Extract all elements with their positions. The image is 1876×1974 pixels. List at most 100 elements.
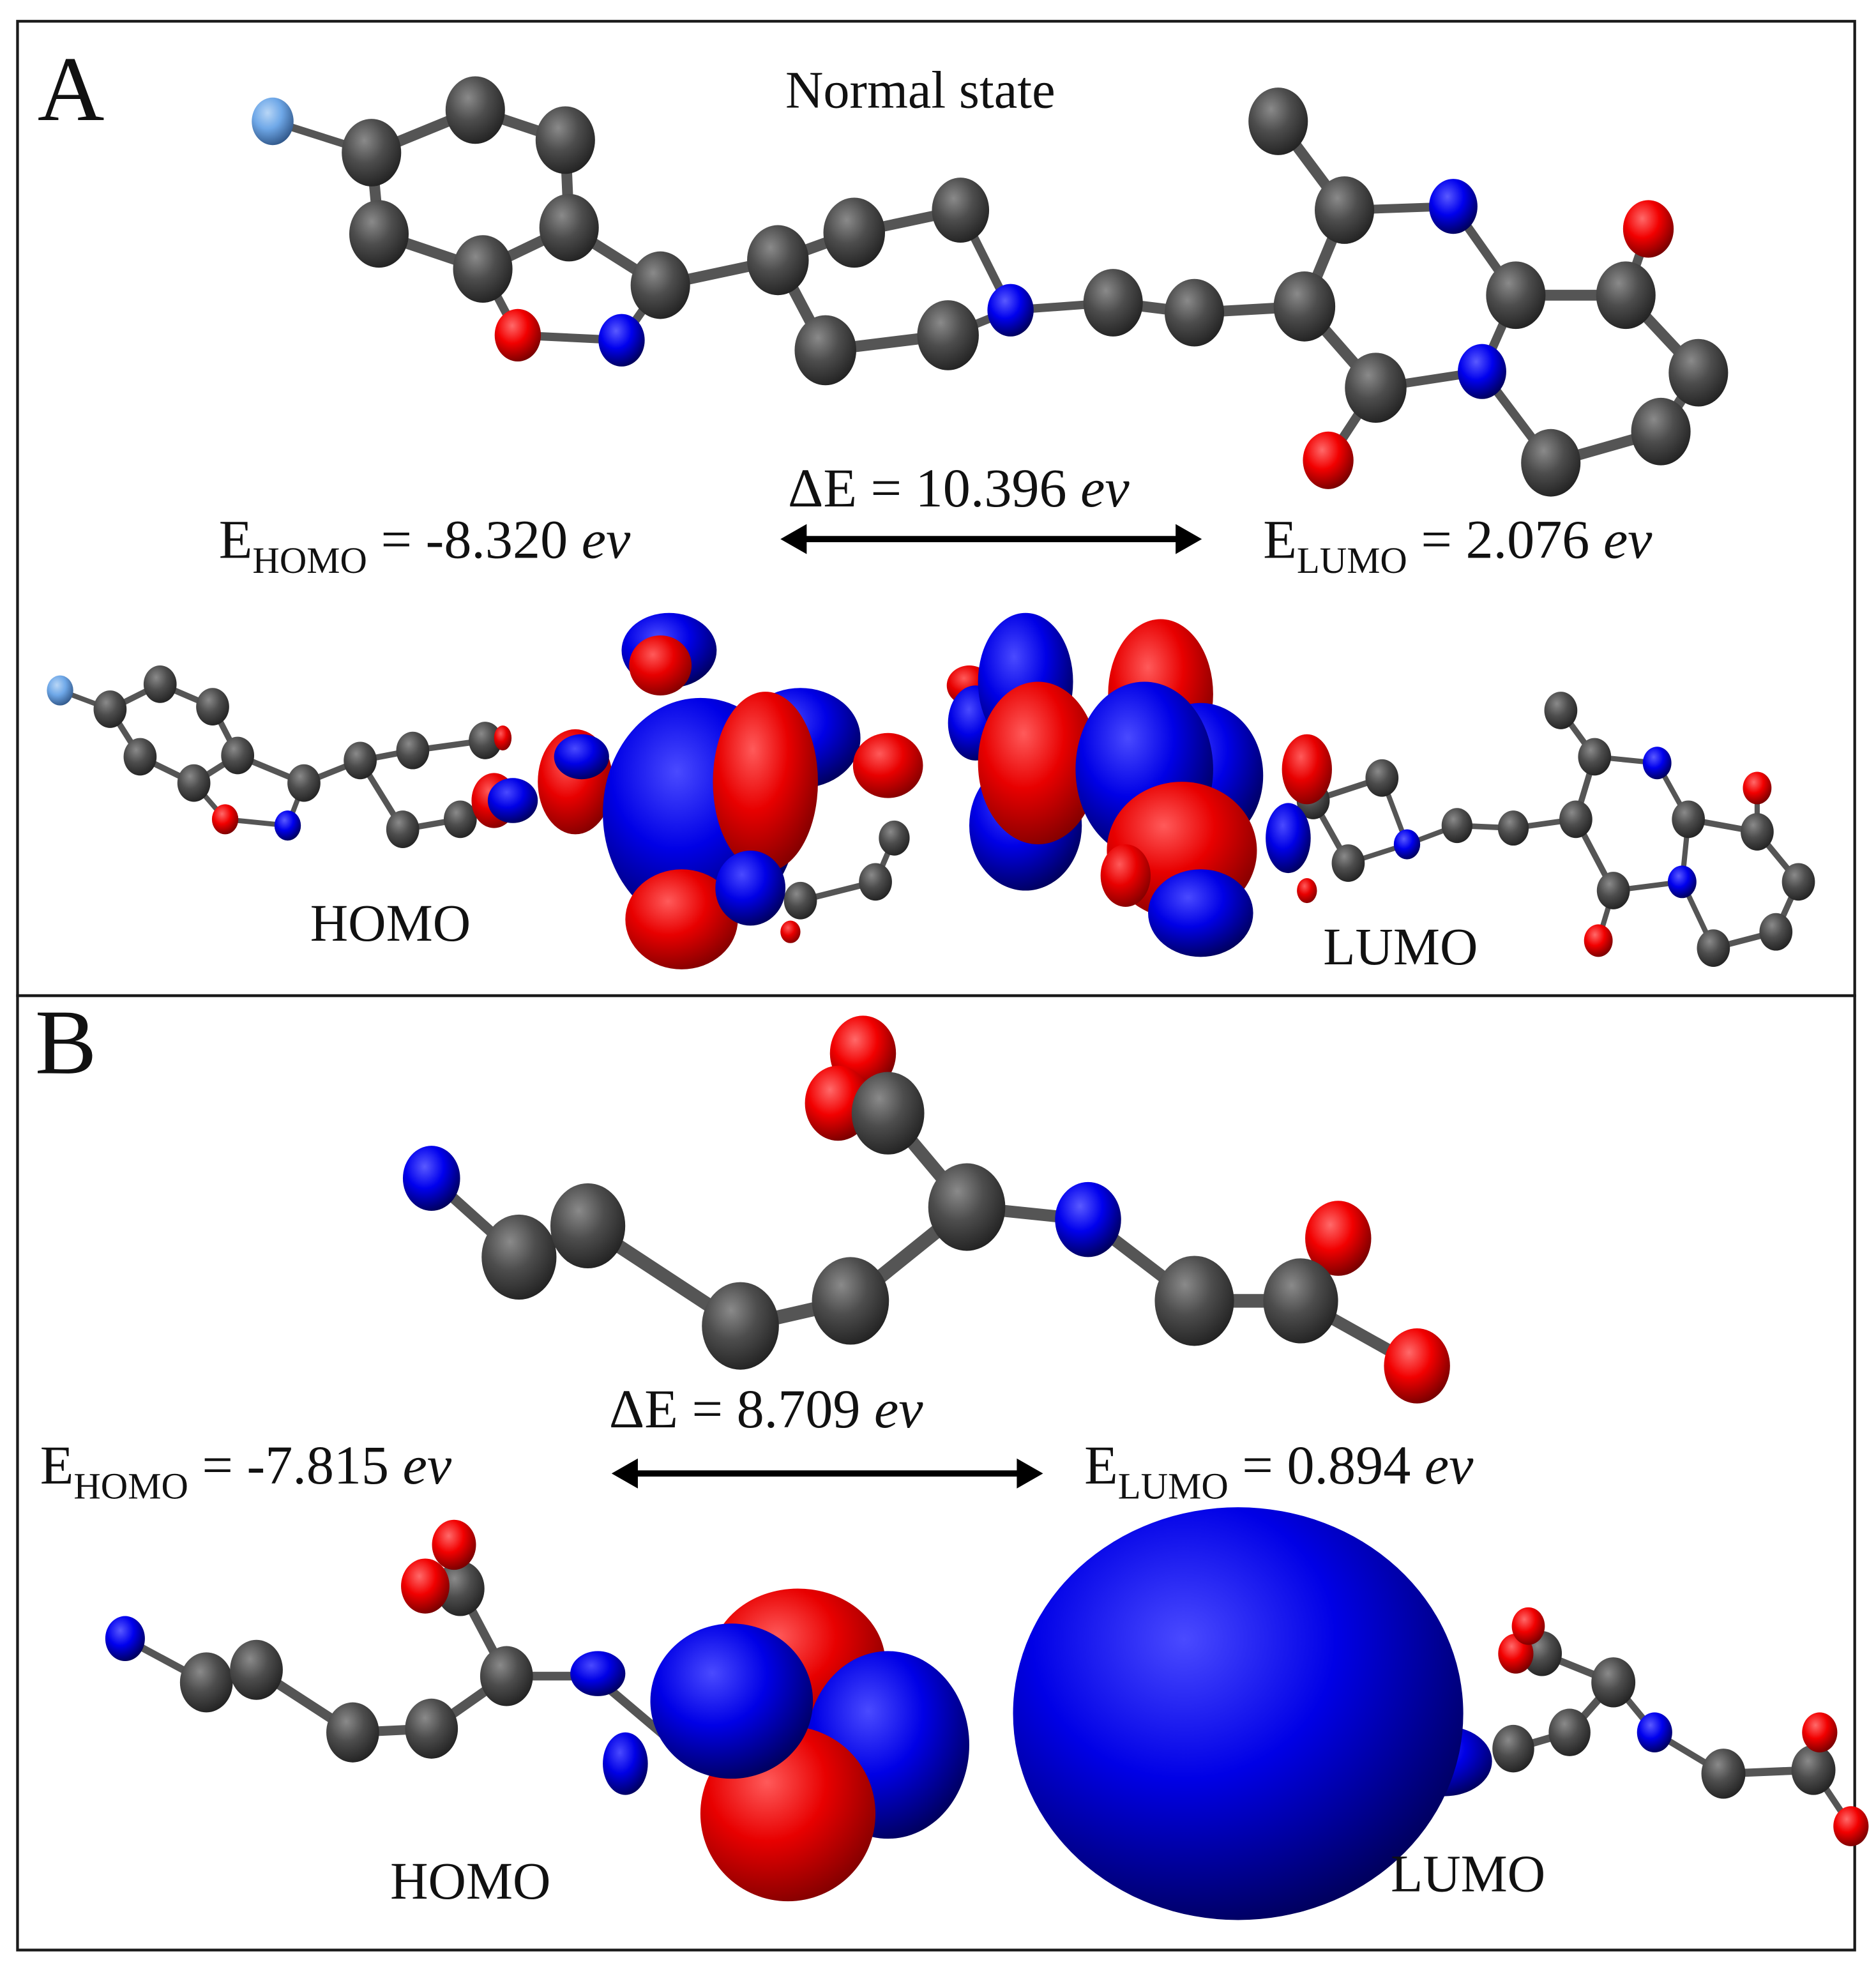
carbon-atom (445, 76, 505, 144)
panel-a-label: A (38, 38, 105, 140)
carbon-atom (396, 731, 430, 770)
carbon-atom (1083, 269, 1143, 337)
carbon-atom (1759, 913, 1793, 951)
carbon-atom (702, 1282, 779, 1370)
carbon-atom (539, 194, 599, 262)
carbon-atom (481, 1214, 557, 1300)
carbon-atom (1631, 397, 1691, 466)
carbon-atom (630, 251, 690, 319)
orbital-lobe-positive (852, 733, 923, 798)
orbital-lobe-negative (603, 1732, 648, 1795)
carbon-atom (1672, 800, 1706, 839)
orbital-lobe-positive (494, 725, 512, 751)
panel-a-lumo-label: LUMO (1323, 918, 1478, 976)
nitrogen-atom (1393, 829, 1421, 860)
carbon-atom (928, 1163, 1006, 1251)
panel-a-delta-e: ΔE = 10.396 ev (788, 457, 1130, 519)
panel-b-homo-label: HOMO (390, 1852, 550, 1910)
nitrogen-atom (1642, 747, 1672, 780)
panel-b-lumo-label: LUMO (1391, 1844, 1545, 1902)
carbon-atom (1596, 872, 1630, 909)
panel-a-molecule-structure (252, 76, 1728, 497)
panel-b-double-arrow (611, 1458, 1043, 1489)
nitrogen-atom (598, 314, 645, 367)
carbon-atom (1164, 278, 1225, 347)
oxygen-atom (1802, 1712, 1838, 1753)
panel-a-title: Normal state (785, 61, 1055, 119)
carbon-atom (1781, 863, 1815, 901)
carbon-atom (386, 810, 420, 848)
carbon-atom (1345, 353, 1407, 423)
carbon-atom (550, 1183, 626, 1269)
orbital-lobe-negative (487, 778, 538, 823)
oxygen-atom (432, 1519, 476, 1570)
carbon-atom (1591, 1657, 1636, 1708)
oxygen-atom (1584, 924, 1613, 957)
carbon-atom (783, 881, 817, 920)
carbon-atom (917, 300, 979, 370)
carbon-atom (1492, 1724, 1534, 1773)
carbon-atom (1331, 844, 1365, 882)
panel-b-e-lumo: ELUMO = 0.894 ev (1084, 1434, 1474, 1507)
nitrogen-atom (402, 1146, 460, 1211)
carbon-atom (344, 741, 377, 780)
carbon-atom (177, 764, 211, 802)
carbon-atom (342, 119, 402, 186)
carbon-atom (1701, 1749, 1746, 1799)
carbon-atom (93, 690, 127, 728)
nitrogen-atom (105, 1616, 145, 1662)
carbon-atom (851, 1072, 925, 1155)
orbital-lobe-positive (978, 681, 1098, 845)
orbital-lobe-positive (780, 920, 801, 943)
oxygen-atom (1384, 1328, 1450, 1404)
carbon-atom (1441, 808, 1472, 844)
orbital-lobe-negative (715, 850, 786, 926)
orbital-lobe-negative (1148, 869, 1253, 957)
nitrogen-atom (1637, 1712, 1672, 1753)
oxygen-atom (1303, 431, 1354, 489)
carbon-atom (405, 1698, 458, 1759)
panel-a-e-lumo: ELUMO = 2.076 ev (1263, 509, 1653, 582)
nitrogen-atom (987, 284, 1034, 337)
carbon-atom (1544, 692, 1578, 729)
carbon-atom (221, 736, 255, 775)
carbon-atom (747, 225, 809, 296)
oxygen-atom (1833, 1806, 1869, 1846)
carbon-atom (1578, 738, 1612, 776)
panel-a-e-homo: EHOMO = -8.320 ev (219, 509, 631, 582)
nitrogen-atom (1458, 344, 1506, 399)
carbon-atom (1365, 759, 1399, 797)
carbon-atom (143, 665, 177, 703)
nitrogen-atom (1667, 865, 1697, 899)
panel-a-homo-orbital (47, 612, 923, 969)
panel-a-homo-label: HOMO (310, 894, 471, 952)
orbital-lobe-negative (650, 1623, 813, 1779)
carbon-atom (1596, 261, 1656, 330)
carbon-atom (326, 1702, 379, 1763)
panel-a-lumo-orbital (946, 612, 1815, 968)
carbon-atom (1248, 87, 1308, 155)
carbon-atom (823, 197, 886, 268)
oxygen-atom (401, 1558, 450, 1614)
nitrogen-atom (1055, 1181, 1121, 1257)
carbon-atom (453, 235, 513, 303)
carbon-atom (812, 1257, 889, 1345)
panel-b-delta-e: ΔE = 8.709 ev (609, 1378, 923, 1439)
carbon-atom (1521, 429, 1581, 497)
carbon-atom (932, 178, 990, 243)
carbon-atom (435, 1561, 485, 1616)
orbital-lobe-negative (554, 734, 609, 780)
orbital-lobe-positive (713, 692, 818, 872)
fluorine-atom (252, 97, 294, 146)
carbon-atom (179, 1652, 233, 1713)
carbon-atom (1497, 810, 1529, 846)
oxygen-atom (211, 804, 239, 835)
fluorine-atom (47, 675, 73, 706)
orbital-lobe-positive (625, 869, 738, 969)
carbon-atom (469, 722, 502, 759)
panel-b-label: B (35, 991, 97, 1093)
nitrogen-atom (1429, 179, 1478, 234)
panel-b-molecule-structure (402, 1015, 1450, 1404)
carbon-atom (1697, 929, 1730, 968)
